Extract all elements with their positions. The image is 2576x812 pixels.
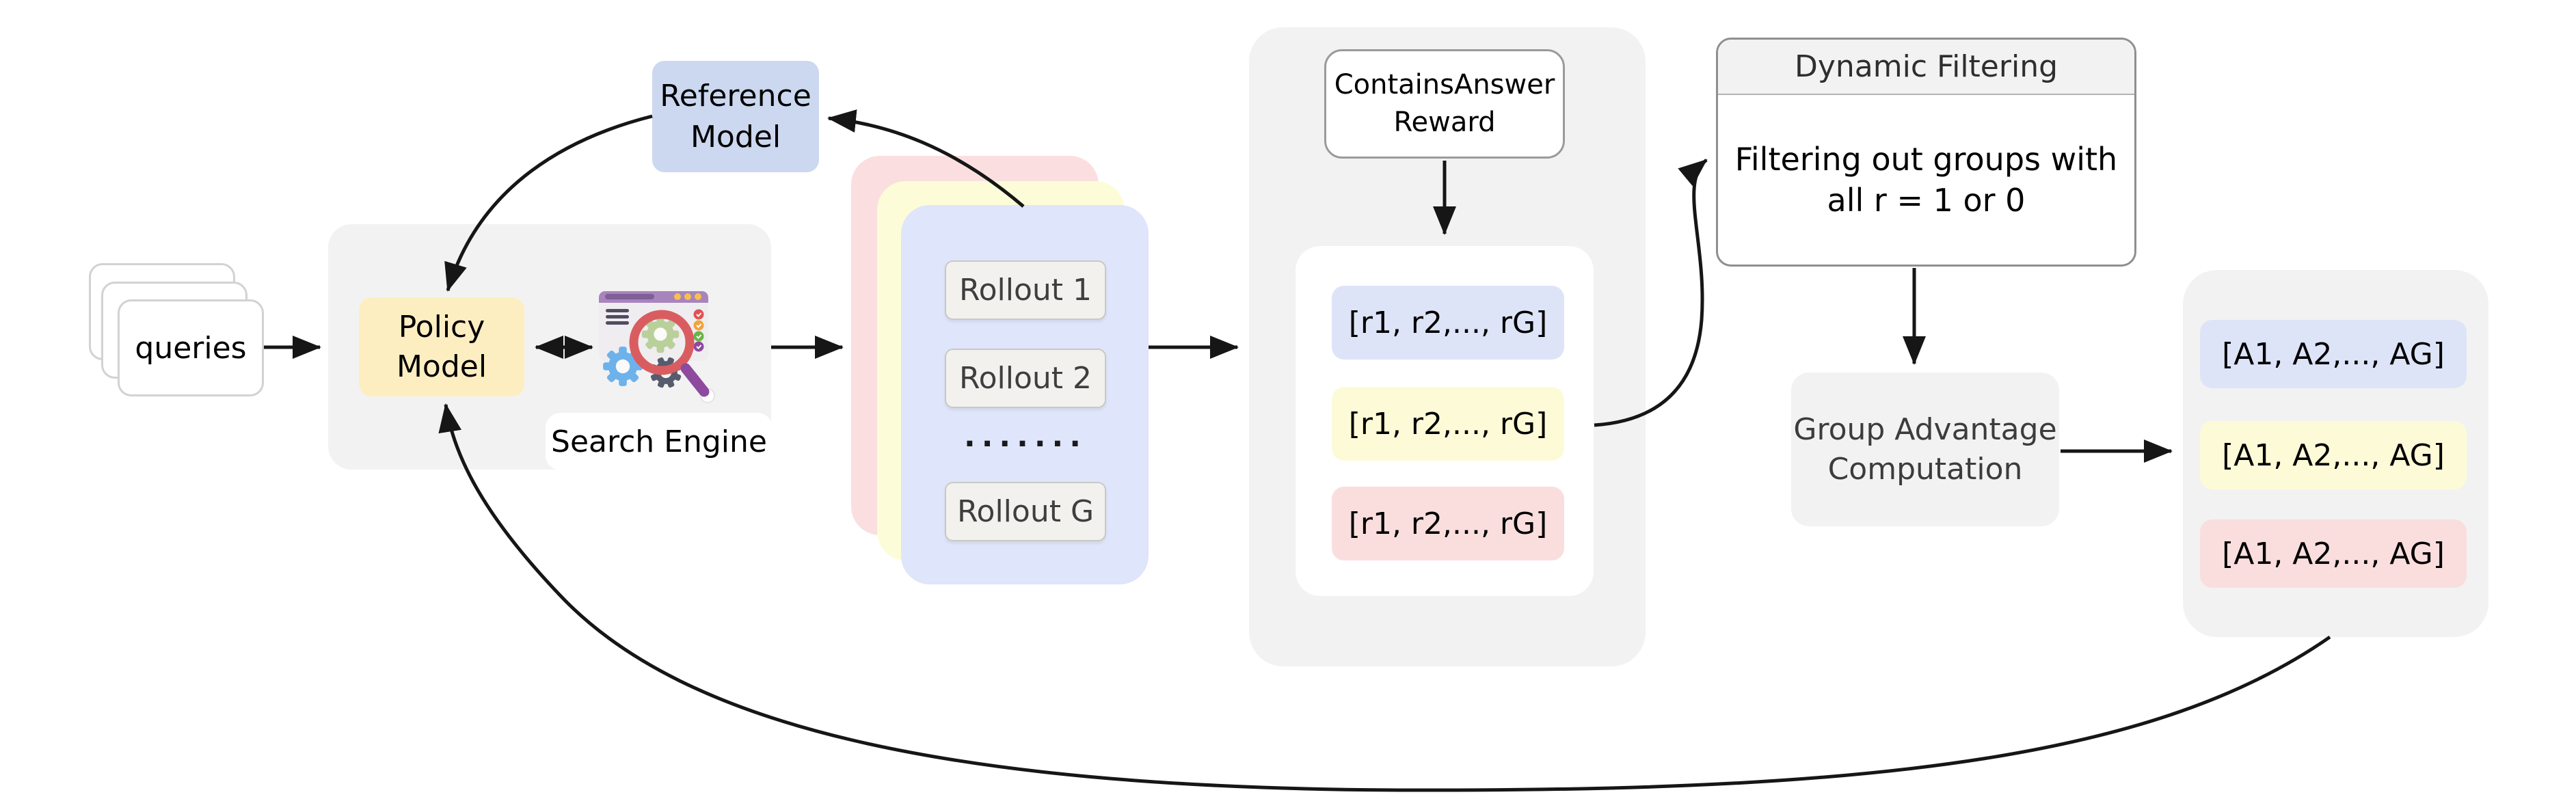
policy-model-line1: Policy: [398, 309, 485, 344]
reward-model-line2: Reward: [1393, 107, 1496, 138]
dynamic-filtering-body: Filtering out groups with all r = 1 or 0: [1718, 95, 2134, 265]
rollout-ellipsis-label: .......: [963, 418, 1087, 454]
queries-node: queries: [118, 299, 264, 396]
advantage-group-yellow-label: [A1, A2,..., AG]: [2222, 437, 2445, 473]
rollout-item-1: Rollout 1: [945, 260, 1106, 320]
reference-model-line2: Model: [690, 119, 781, 154]
rollout-item-g-label: Rollout G: [956, 494, 1095, 529]
reference-model-line1: Reference: [660, 78, 811, 113]
policy-model-line2: Model: [396, 349, 487, 384]
rollout-item-2: Rollout 2: [945, 349, 1106, 408]
queries-label: queries: [135, 330, 247, 366]
dynamic-filtering-body-line1: Filtering out groups with: [1734, 141, 2118, 178]
dynamic-filtering-node: Dynamic Filtering Filtering out groups w…: [1716, 38, 2136, 267]
advantage-group-pink: [A1, A2,..., AG]: [2200, 519, 2467, 588]
group-advantage-node: Group Advantage Computation: [1791, 373, 2059, 526]
rollout-ellipsis: .......: [945, 416, 1106, 457]
dynamic-filtering-header: Dynamic Filtering: [1718, 40, 2134, 95]
reward-model-node: ContainsAnswer Reward: [1324, 49, 1565, 159]
reward-model-line1: ContainsAnswer: [1334, 69, 1555, 100]
search-engine-node: Search Engine: [546, 413, 773, 470]
dynamic-filtering-title: Dynamic Filtering: [1794, 49, 2058, 84]
reward-group-blue: [r1, r2,..., rG]: [1332, 286, 1564, 360]
reward-group-blue-label: [r1, r2,..., rG]: [1348, 305, 1548, 340]
group-advantage-line1: Group Advantage: [1793, 411, 2057, 447]
reward-group-yellow-label: [r1, r2,..., rG]: [1348, 406, 1548, 442]
advantage-group-blue: [A1, A2,..., AG]: [2200, 320, 2467, 388]
reference-model-node: Reference Model: [652, 61, 819, 172]
advantage-group-yellow: [A1, A2,..., AG]: [2200, 421, 2467, 489]
rollout-item-1-label: Rollout 1: [958, 273, 1092, 308]
rollout-item-2-label: Rollout 2: [958, 361, 1092, 396]
group-advantage-line2: Computation: [1827, 451, 2023, 487]
search-engine-icon: [587, 277, 744, 420]
dynamic-filtering-body-line2: all r = 1 or 0: [1827, 182, 2026, 219]
reward-group-pink: [r1, r2,..., rG]: [1332, 487, 1564, 560]
reward-group-pink-label: [r1, r2,..., rG]: [1348, 506, 1548, 541]
reward-group-yellow: [r1, r2,..., rG]: [1332, 387, 1564, 461]
advantage-group-blue-label: [A1, A2,..., AG]: [2222, 336, 2445, 372]
rollout-item-g: Rollout G: [945, 482, 1106, 541]
policy-model-node: Policy Model: [359, 297, 524, 396]
search-engine-label: Search Engine: [551, 424, 767, 459]
advantage-group-pink-label: [A1, A2,..., AG]: [2222, 536, 2445, 571]
